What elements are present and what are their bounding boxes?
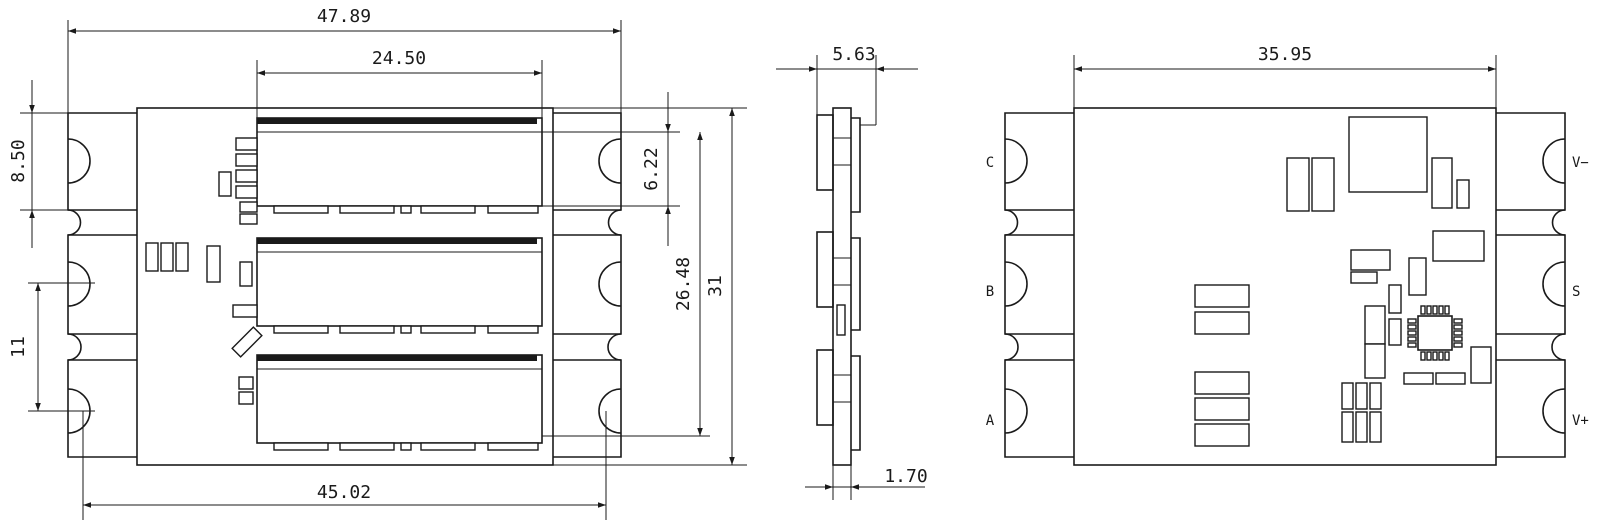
dim-module-span: 26.48 — [673, 257, 694, 311]
dim-board-thickness: 1.70 — [884, 466, 927, 487]
side-board — [832, 107, 852, 466]
pad-label-a: A — [986, 413, 995, 429]
pad-label-c: C — [986, 155, 994, 171]
side-view: 5.63 1.70 — [776, 44, 928, 500]
bottom-components — [1194, 116, 1492, 447]
side-module-bodies — [816, 114, 861, 451]
dim-side-thickness: 5.63 — [832, 44, 875, 65]
dim-pad-gap: 11 — [8, 336, 29, 358]
top-view: 47.89 24.50 8.50 6.22 26.48 31 11 45.02 — [8, 6, 747, 520]
dim-hole-span: 45.02 — [317, 482, 371, 503]
top-board-outline — [136, 107, 554, 466]
bottom-right-tabs — [1496, 112, 1566, 458]
pad-label-s: S — [1572, 284, 1580, 300]
top-mosfet-module-1 — [256, 117, 543, 214]
top-dimension-lines — [29, 28, 735, 508]
top-mosfet-module-3 — [256, 354, 543, 451]
pad-label-v-plus: V+ — [1572, 413, 1589, 429]
dim-overall-width: 47.89 — [317, 6, 371, 27]
dim-pad-spacing: 8.50 — [8, 139, 29, 182]
dim-overall-height: 31 — [705, 275, 726, 297]
top-smd-components — [145, 137, 263, 405]
dim-module-pitch: 6.22 — [641, 147, 662, 190]
bottom-board-outline — [1073, 107, 1497, 466]
top-extension-lines — [20, 20, 747, 520]
top-right-tabs — [553, 112, 622, 458]
bottom-qfn-chip — [1407, 305, 1463, 361]
dim-inner-width: 24.50 — [372, 48, 426, 69]
dim-bottom-inner-width: 35.95 — [1258, 44, 1312, 65]
pad-label-b: B — [986, 284, 994, 300]
top-left-tabs — [67, 112, 137, 458]
bottom-view: C B A V− S V+ — [986, 44, 1589, 466]
bottom-left-tabs — [1004, 112, 1074, 458]
pad-label-v-minus: V− — [1572, 155, 1589, 171]
top-mosfet-module-2 — [256, 237, 543, 334]
